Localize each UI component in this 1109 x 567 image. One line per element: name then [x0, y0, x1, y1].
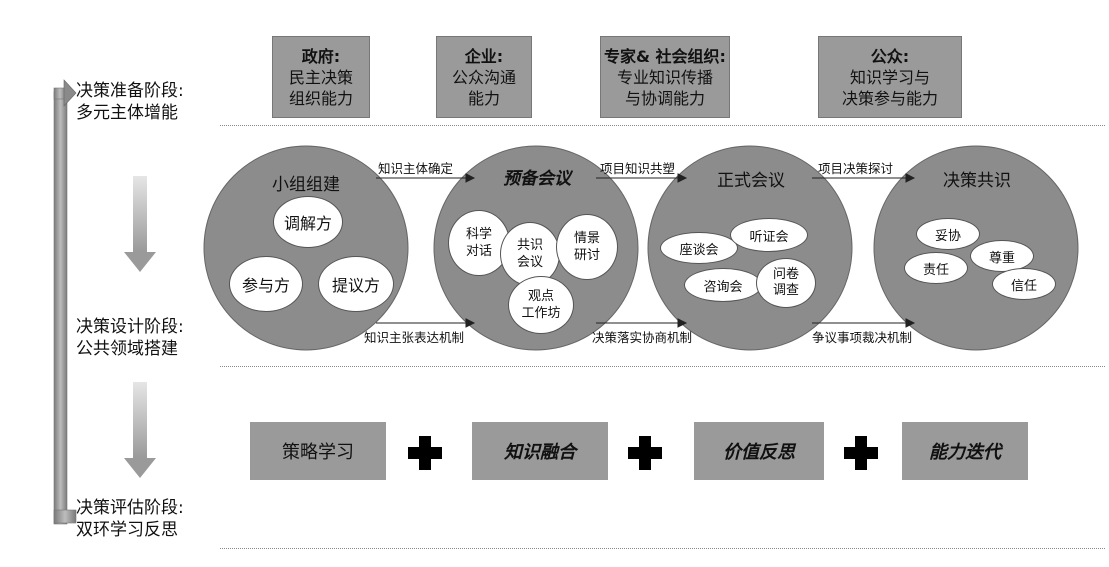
learning-text: 策略学习 — [282, 442, 354, 463]
item-text: 科学 — [465, 227, 492, 242]
item-text: 座谈会 — [679, 242, 719, 258]
item-participant: 参与方 — [229, 256, 303, 312]
stage-design-label: 决策设计阶段: 公共领域搭建 — [76, 316, 184, 360]
actor-title: 政府: — [301, 46, 341, 66]
item-proposer: 提议方 — [318, 256, 394, 312]
stage-evaluation-label: 决策评估阶段: 双环学习反思 — [76, 497, 184, 541]
item-trust: 信任 — [992, 268, 1056, 300]
actor-public: 公众: 知识学习与 决策参与能力 — [818, 36, 962, 118]
actor-line: 能力 — [467, 88, 500, 108]
learning-text: 知识融合 — [504, 442, 576, 463]
flow-label-bottom-1: 知识主张表达机制 — [364, 330, 465, 345]
down-arrow-2 — [124, 382, 156, 478]
item-text: 工作坊 — [521, 306, 561, 321]
circle-title-decision-consensus: 决策共识 — [943, 171, 1011, 191]
learning-text: 能力迭代 — [929, 442, 1001, 463]
actor-line: 知识学习与 — [849, 67, 930, 87]
actor-experts-social-org: 专家& 社会组织: 专业知识传播 与协调能力 — [600, 36, 730, 118]
item-hearing: 听证会 — [730, 218, 808, 252]
actor-line: 民主决策 — [288, 67, 353, 87]
separator-2 — [220, 366, 1105, 367]
stage-design-title: 决策设计阶段: — [76, 317, 184, 337]
circle-title-formal-meeting: 正式会议 — [717, 171, 785, 191]
separator-3 — [220, 548, 1105, 549]
item-questionnaire: 问卷 调查 — [756, 258, 816, 308]
flow-label-top-3: 项目决策探讨 — [818, 161, 894, 176]
item-viewpoint-workshop: 观点 工作坊 — [508, 276, 574, 334]
flow-label-top-1: 知识主体确定 — [378, 161, 454, 176]
item-text: 提议方 — [331, 276, 380, 295]
item-mediator: 调解方 — [273, 196, 343, 248]
item-consultation: 咨询会 — [684, 268, 762, 302]
actor-title: 专家& 社会组织: — [604, 46, 726, 66]
stage-evaluation-subtitle: 双环学习反思 — [76, 520, 178, 540]
actor-line: 决策参与能力 — [841, 88, 938, 108]
item-text: 调解方 — [283, 214, 332, 233]
actor-title: 企业: — [464, 46, 504, 66]
learning-strategy: 策略学习 — [250, 422, 386, 480]
item-scenario-workshop: 情景 研讨 — [556, 214, 618, 280]
stage-preparation-subtitle: 多元主体增能 — [76, 103, 178, 123]
plus-icon — [408, 436, 442, 470]
flow-label-bottom-2: 决策落实协商机制 — [592, 330, 693, 345]
stage-design-subtitle: 公共领域搭建 — [76, 339, 178, 359]
feedback-loop-arrow — [53, 79, 77, 525]
actor-title: 公众: — [870, 46, 910, 66]
item-text: 妥协 — [934, 228, 961, 244]
plus-icon — [628, 436, 662, 470]
item-text: 尊重 — [988, 250, 1015, 266]
actor-enterprise: 企业: 公众沟通 能力 — [436, 36, 532, 118]
item-text: 观点 — [527, 289, 554, 304]
actor-line: 组织能力 — [288, 88, 353, 108]
item-text: 对话 — [465, 244, 492, 259]
item-science-dialogue: 科学 对话 — [448, 210, 510, 276]
item-text: 问卷 — [772, 267, 799, 282]
item-text: 责任 — [922, 262, 949, 278]
item-text: 共识 — [516, 238, 543, 253]
circle-title-team-building: 小组组建 — [272, 175, 340, 195]
circle-title-preparatory-meeting: 预备会议 — [503, 169, 571, 189]
learning-value-reflection: 价值反思 — [694, 422, 824, 480]
learning-knowledge-fusion: 知识融合 — [472, 422, 608, 480]
item-text: 咨询会 — [703, 279, 743, 295]
learning-capability-iteration: 能力迭代 — [902, 422, 1028, 480]
learning-text: 价值反思 — [723, 442, 795, 463]
down-arrow-1 — [124, 176, 156, 272]
actor-government: 政府: 民主决策 组织能力 — [272, 36, 370, 118]
flow-label-top-2: 项目知识共塑 — [600, 161, 676, 176]
item-text: 参与方 — [241, 276, 290, 295]
item-text: 情景 — [573, 231, 600, 246]
item-symposium: 座谈会 — [660, 232, 738, 264]
actor-line: 与协调能力 — [624, 88, 705, 108]
item-text: 信任 — [1010, 278, 1037, 294]
flow-label-bottom-3: 争议事项裁决机制 — [812, 330, 913, 345]
separator-1 — [220, 125, 1105, 126]
item-compromise: 妥协 — [916, 218, 980, 250]
item-text: 听证会 — [749, 229, 789, 245]
actor-line: 公众沟通 — [451, 67, 516, 87]
item-text: 研讨 — [573, 248, 600, 263]
actor-line: 专业知识传播 — [616, 67, 713, 87]
plus-icon — [844, 436, 878, 470]
item-responsibility: 责任 — [904, 252, 968, 284]
item-text: 调查 — [772, 283, 799, 298]
stage-evaluation-title: 决策评估阶段: — [76, 498, 184, 518]
stage-preparation-label: 决策准备阶段: 多元主体增能 — [76, 80, 184, 124]
stage-preparation-title: 决策准备阶段: — [76, 81, 184, 101]
item-text: 会议 — [516, 255, 543, 270]
